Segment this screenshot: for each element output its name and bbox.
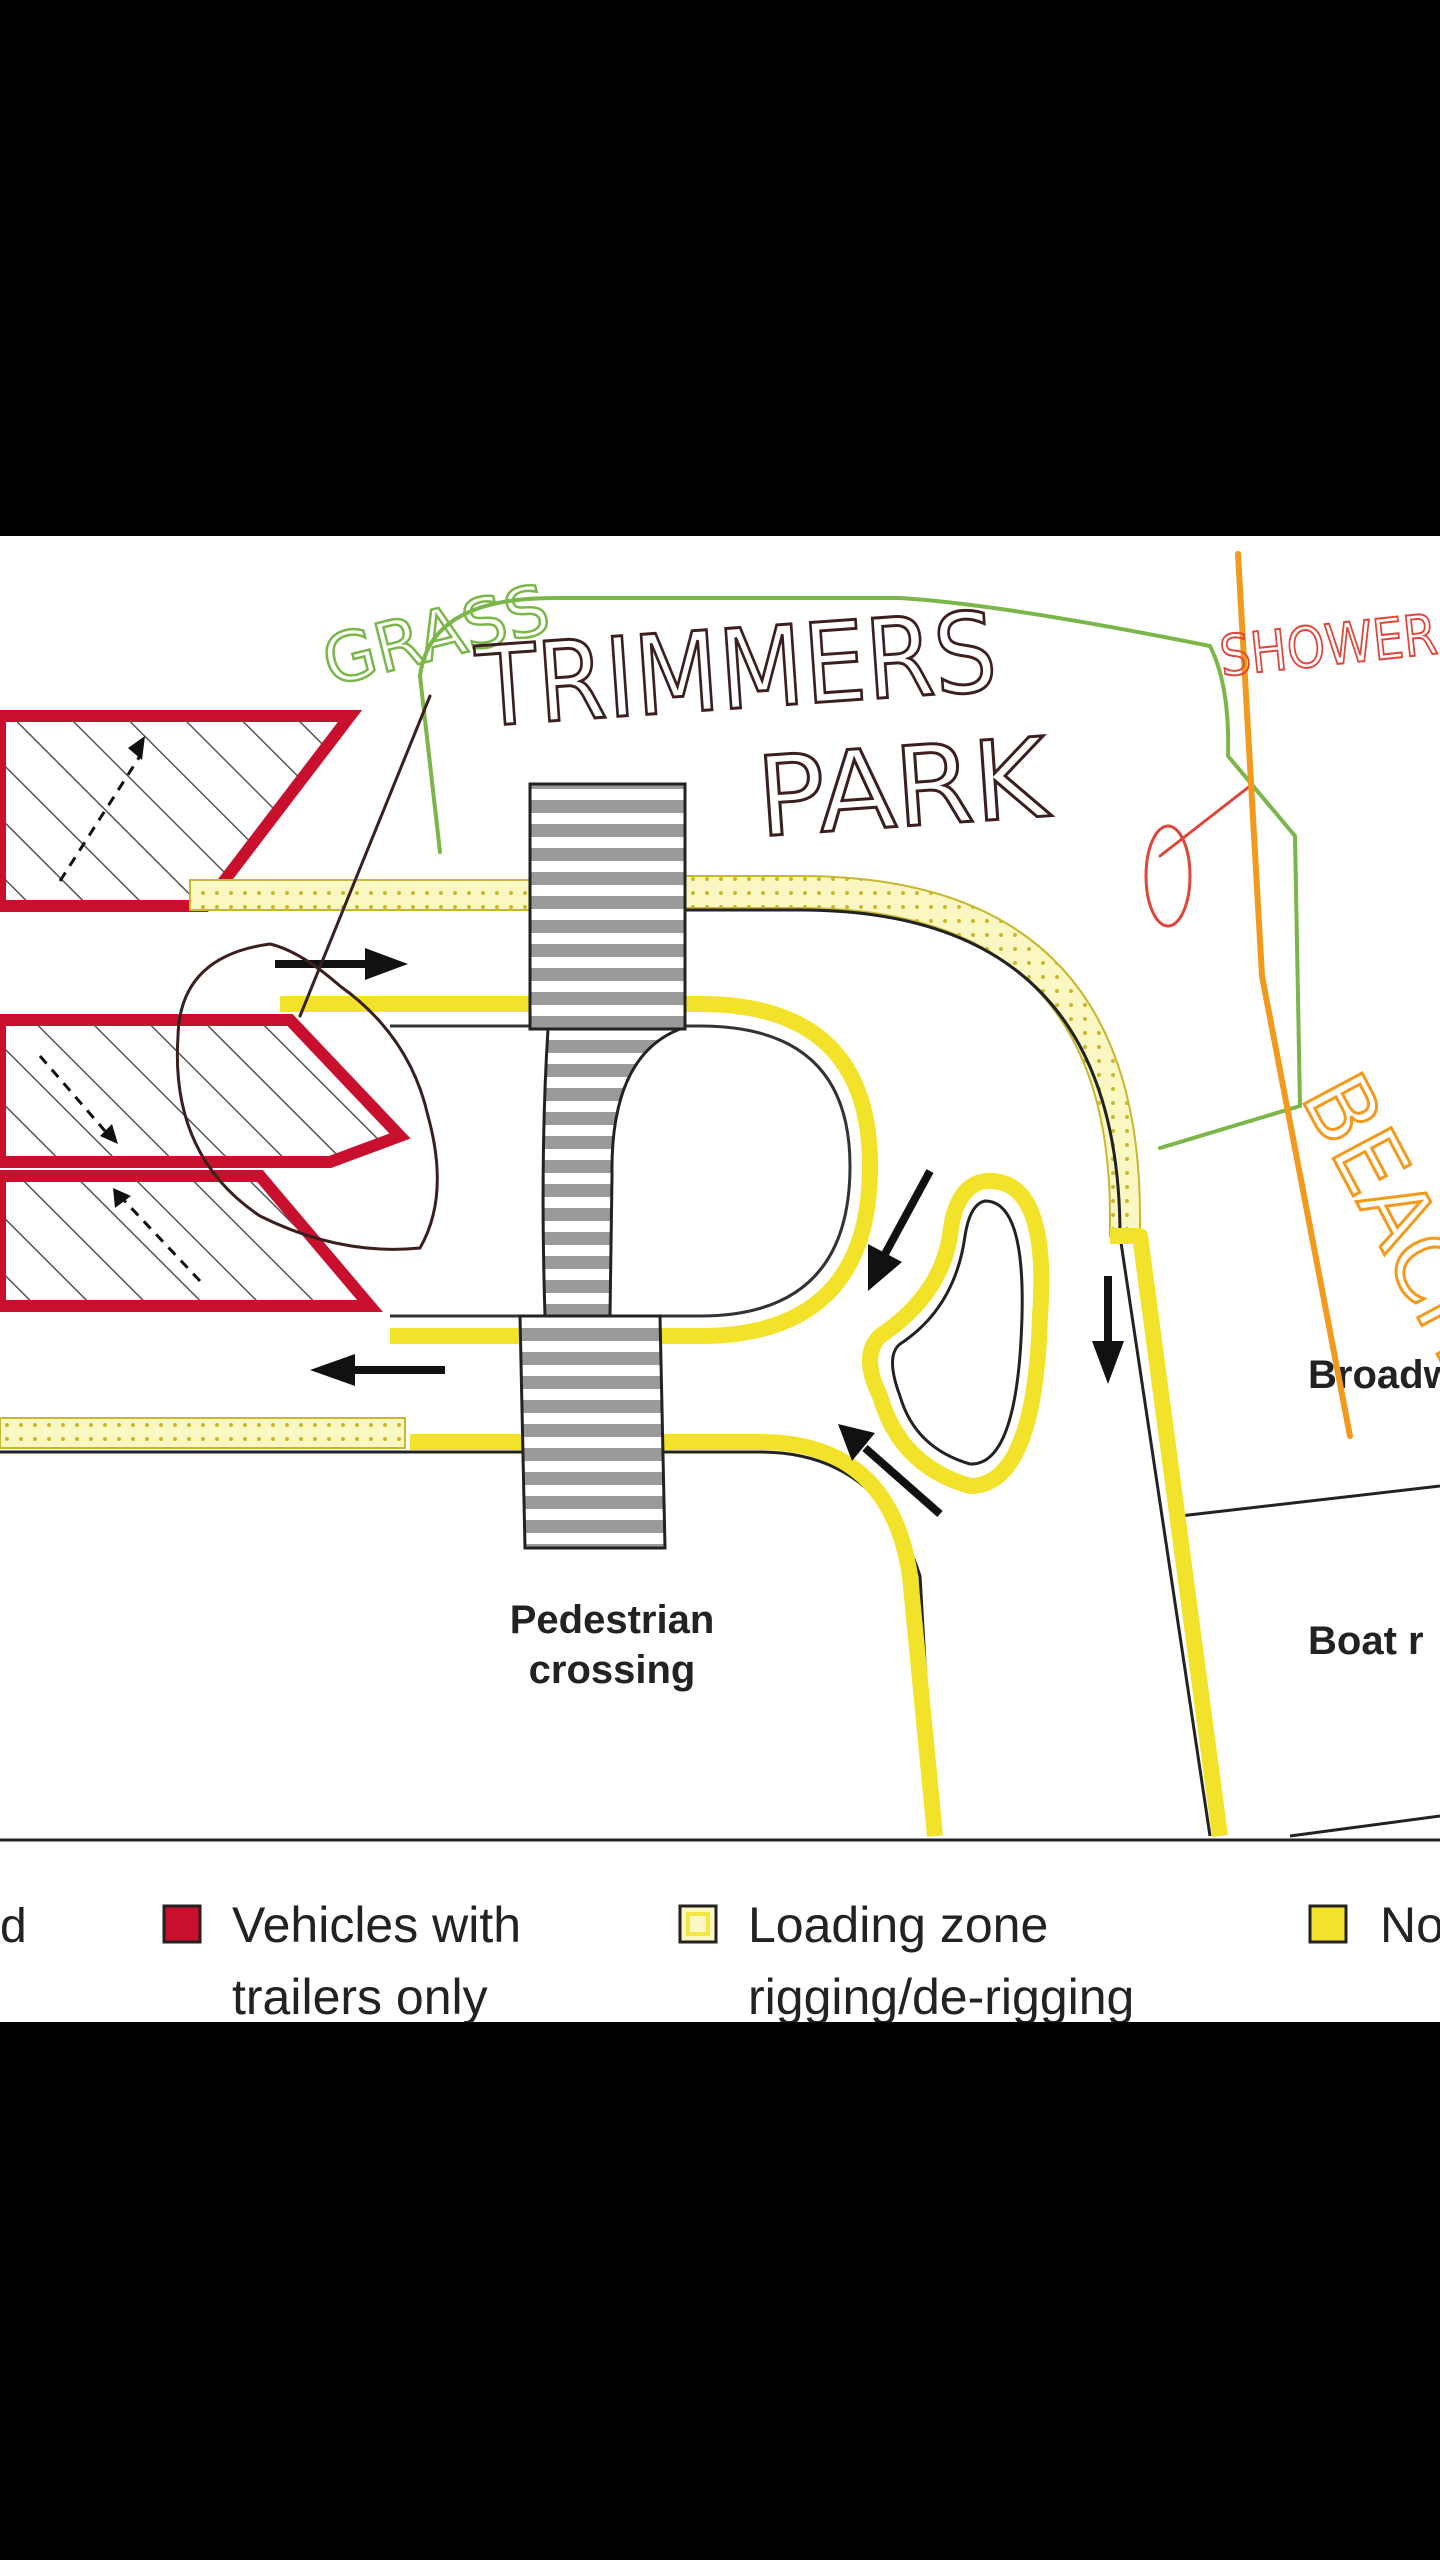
pointer-line — [298, 694, 432, 1018]
arrow-down-icon — [1092, 1276, 1124, 1384]
broadway-label: Broadw — [1308, 1353, 1440, 1397]
trailer-parking-middle — [0, 1014, 411, 1168]
no-stopping-lines — [280, 996, 1228, 1838]
boat-ramp-map: Pedestrian crossing Broadw Boat r d Vehi… — [0, 551, 1440, 2022]
direction-arrows — [275, 948, 1124, 1518]
legend: d Vehicles with trailers only Loading zo… — [0, 1897, 1440, 2022]
legend-swatch-vehicles — [162, 1904, 202, 1944]
shower-marker — [1144, 824, 1192, 928]
park-annotation: PARK — [753, 714, 1054, 862]
legend-loading-line2: rigging/de-rigging — [748, 1969, 1134, 2022]
arrow-left-icon — [310, 1354, 445, 1386]
legend-partial-right: No — [1380, 1897, 1440, 1953]
beach-line — [1235, 551, 1353, 1439]
arrow-up-left-icon — [838, 1424, 943, 1518]
map-frame: Pedestrian crossing Broadw Boat r d Vehi… — [0, 536, 1440, 2022]
trailer-parking-bottom — [0, 1170, 383, 1312]
pedestrian-crossing-label-line2: crossing — [529, 1648, 696, 1692]
legend-swatch-no-stopping — [1308, 1904, 1348, 1944]
shower-annotation: SHOWER — [1217, 602, 1440, 689]
shower-pointer — [1158, 784, 1252, 858]
handwritten-annotations — [175, 551, 1353, 1439]
trailer-parking-top — [0, 710, 363, 912]
legend-partial-left: d — [0, 1900, 27, 1953]
pedestrian-crossing — [518, 782, 687, 1550]
legend-loading-line1: Loading zone — [748, 1897, 1048, 1953]
boat-ramp-label: Boat r — [1308, 1619, 1424, 1663]
pedestrian-crossing-label-line1: Pedestrian — [510, 1598, 715, 1642]
grass-boundary — [418, 595, 1302, 1150]
arrow-down-left-icon — [868, 1169, 934, 1291]
island-outline — [891, 1199, 1024, 1466]
legend-swatch-loading — [678, 1904, 718, 1944]
circled-area — [175, 942, 439, 1251]
loading-zone-bottom — [0, 1417, 406, 1449]
legend-vehicles-line2: trailers only — [232, 1969, 488, 2022]
legend-vehicles-line1: Vehicles with — [232, 1897, 521, 1953]
beach-annotation: BEACH — [1281, 1057, 1440, 1380]
turnaround-outline — [390, 1024, 852, 1318]
